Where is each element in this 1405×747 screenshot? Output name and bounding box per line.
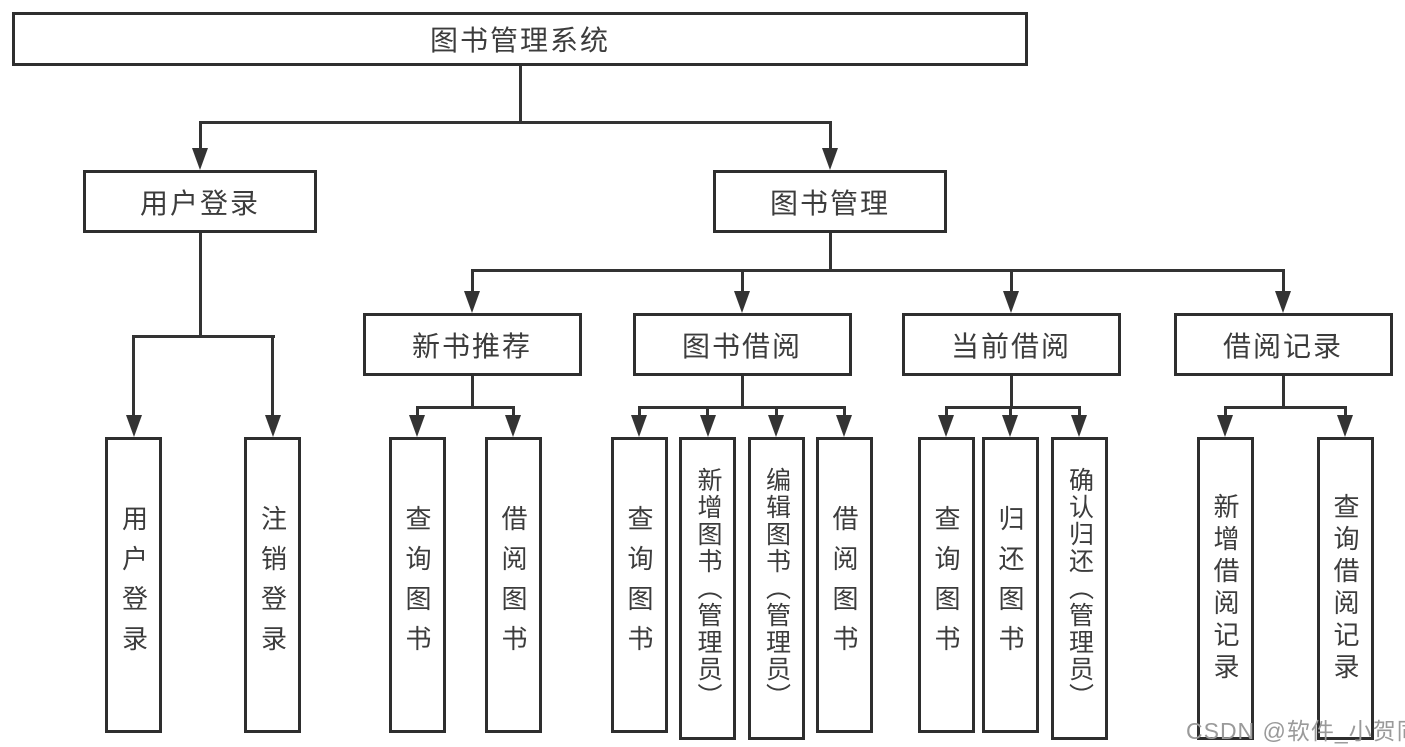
leaf-label: 借阅图书 [829, 505, 859, 665]
node-label: 借阅记录 [1222, 330, 1343, 362]
arrowhead-down-icon [1003, 291, 1019, 313]
connector-arrow-stem [1008, 409, 1012, 415]
node-library-system: 图书管理系统 [12, 12, 1028, 66]
connector-arrow-stem [1223, 409, 1227, 415]
connector-current-bar [944, 406, 1081, 409]
leaf-label: 用户登录 [118, 505, 149, 665]
arrowhead-down-icon [938, 415, 954, 437]
arrowhead-down-icon [822, 148, 838, 170]
connector-arrow-stem [706, 409, 709, 415]
arrowhead-down-icon [768, 415, 784, 437]
arrowhead-down-icon [505, 415, 521, 437]
node-current-borrow: 当前借阅 [901, 313, 1121, 376]
connector-newrec-stem [470, 376, 474, 406]
leaf-query-book-recommend: 查询图书 [388, 437, 446, 733]
leaf-label: 新增借阅记录 [1210, 492, 1240, 685]
node-label: 当前借阅 [950, 330, 1071, 362]
node-new-book-recommend: 新书推荐 [362, 313, 582, 376]
leaf-borrow-book: 借阅图书 [815, 437, 873, 733]
connector-newrec-bar [415, 406, 515, 409]
connector-arrow-stem [132, 338, 135, 415]
connector-arrow-stem [511, 409, 515, 415]
node-label: 图书管理 [769, 187, 890, 219]
connector-arrow-stem [470, 272, 474, 291]
leaf-label: 新增图书（管理员） [694, 467, 722, 710]
arrowhead-down-icon [125, 415, 142, 437]
leaf-confirm-return-admin: 确认归还（管理员） [1050, 437, 1108, 740]
arrowhead-down-icon [192, 148, 208, 170]
connector-borrow-bar [637, 406, 846, 409]
leaf-return-book: 归还图书 [981, 437, 1039, 733]
connector-root-stem [518, 66, 522, 121]
connector-bookmgmt-bar [470, 269, 1285, 272]
leaf-label: 归还图书 [995, 505, 1025, 665]
csdn-watermark: CSDN @软件_小贺同学 [1186, 718, 1405, 744]
arrowhead-down-icon [734, 291, 750, 313]
node-label: 用户登录 [139, 187, 260, 219]
arrowhead-down-icon [1071, 415, 1087, 437]
leaf-label: 查询图书 [402, 505, 432, 665]
leaf-label: 编辑图书（管理员） [762, 467, 791, 710]
connector-arrow-stem [1281, 272, 1285, 291]
connector-bookmgmt-stem [828, 233, 832, 269]
leaf-user-login: 用户登录 [105, 437, 162, 733]
arrowhead-down-icon [1275, 291, 1291, 313]
arrowhead-down-icon [464, 291, 480, 313]
leaf-label: 确认归还（管理员） [1065, 467, 1094, 710]
connector-arrow-stem [198, 124, 202, 150]
connector-records-bar [1223, 406, 1347, 409]
leaf-edit-book-admin: 编辑图书（管理员） [747, 437, 805, 740]
arrowhead-down-icon [1217, 415, 1233, 437]
leaf-add-book-admin: 新增图书（管理员） [679, 437, 736, 740]
connector-arrow-stem [774, 409, 778, 415]
connector-arrow-stem [842, 409, 846, 415]
arrowhead-down-icon [836, 415, 852, 437]
node-borrow-records: 借阅记录 [1173, 313, 1393, 376]
arrowhead-down-icon [1337, 415, 1353, 437]
node-label: 新书推荐 [411, 330, 532, 362]
arrowhead-down-icon [264, 415, 281, 437]
arrowhead-down-icon [631, 415, 647, 437]
arrowhead-down-icon [1002, 415, 1018, 437]
node-label: 图书管理系统 [429, 25, 610, 56]
connector-userlogin-stem [198, 233, 202, 335]
leaf-query-book-borrow: 查询图书 [610, 437, 668, 733]
connector-current-stem [1009, 376, 1013, 406]
leaf-label: 查询借阅记录 [1330, 492, 1360, 685]
arrowhead-down-icon [409, 415, 425, 437]
leaf-label: 注销登录 [257, 505, 288, 665]
arrowhead-down-icon [699, 415, 716, 437]
connector-arrow-stem [271, 338, 274, 415]
leaf-label: 查询图书 [624, 505, 654, 665]
leaf-borrow-book-recommend: 借阅图书 [484, 437, 542, 733]
connector-arrow-stem [1009, 272, 1013, 291]
leaf-logout: 注销登录 [244, 437, 301, 733]
connector-borrow-stem [740, 376, 744, 406]
connector-records-stem [1281, 376, 1285, 406]
leaf-label: 借阅图书 [498, 505, 528, 665]
node-book-management: 图书管理 [713, 170, 947, 233]
connector-arrow-stem [828, 124, 832, 150]
connector-arrow-stem [1343, 409, 1347, 415]
node-user-login: 用户登录 [83, 170, 317, 233]
connector-root-bar [198, 121, 832, 124]
leaf-query-borrow-record: 查询借阅记录 [1316, 437, 1374, 740]
connector-userlogin-bar [132, 335, 275, 338]
connector-arrow-stem [1077, 409, 1081, 415]
leaf-label: 查询图书 [931, 505, 961, 665]
node-label: 图书借阅 [681, 330, 802, 362]
connector-arrow-stem [637, 409, 641, 415]
node-book-borrow: 图书借阅 [632, 313, 852, 376]
connector-arrow-stem [740, 272, 744, 291]
leaf-query-book-current: 查询图书 [917, 437, 975, 733]
connector-arrow-stem [944, 409, 948, 415]
connector-arrow-stem [415, 409, 419, 415]
leaf-add-borrow-record: 新增借阅记录 [1196, 437, 1254, 740]
